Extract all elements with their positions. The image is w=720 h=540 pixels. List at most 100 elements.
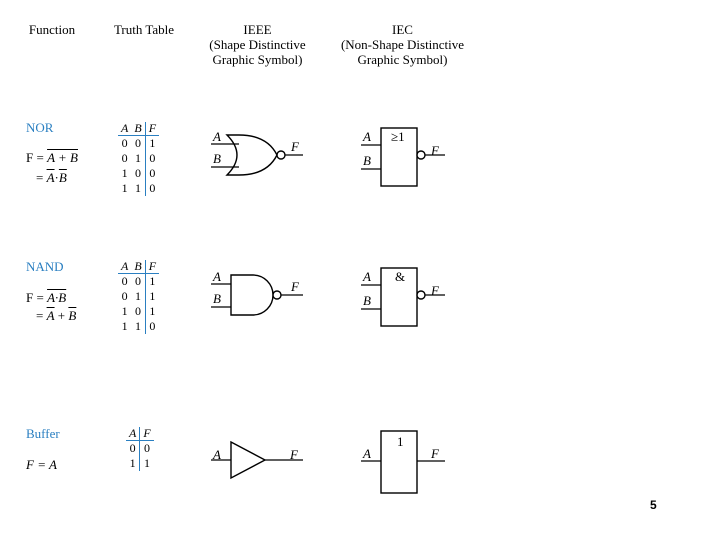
and-gate-shape <box>230 274 274 316</box>
function-name-nor: NOR <box>26 120 54 135</box>
tt-header: A <box>118 122 132 136</box>
tt-header: B <box>131 122 146 136</box>
buffer-iec-input-label: A <box>362 446 371 461</box>
nand-iec-function-label: & <box>395 269 405 284</box>
tt-header: B <box>131 260 146 274</box>
tt-header: F <box>144 260 160 274</box>
nand-eq2-lhs: = <box>36 308 47 323</box>
buffer-triangle-shape <box>230 440 267 480</box>
tt-cell: 1 <box>139 456 154 471</box>
nor-ieee-output-label: F <box>290 139 300 154</box>
tt-cell: 0 <box>135 304 142 318</box>
tt-header: F <box>144 122 160 136</box>
tt-header: A <box>118 260 132 274</box>
nand-eq1-lhs: F = <box>26 290 48 305</box>
nor-eq2-a: A <box>46 170 55 185</box>
tt-cell: 1 <box>135 181 142 195</box>
nor-eq2-dot: · <box>54 170 59 185</box>
tt-cell: 0 <box>135 136 142 150</box>
nand-ieee-input-a-label: A <box>212 269 221 284</box>
tt-cell: 1 <box>144 304 160 319</box>
tt-cell: 0 <box>121 289 128 303</box>
tt-header: F <box>139 427 154 441</box>
tt-cell: 1 <box>121 181 128 195</box>
tt-cell: 0 <box>144 319 160 334</box>
buffer-ieee-input-label: A <box>212 447 221 462</box>
tt-cell: 1 <box>121 166 128 180</box>
nand-ieee-input-b-label: B <box>213 291 221 306</box>
nand-eq2-a: A <box>46 308 55 323</box>
nor-iec-function-label: ≥1 <box>391 129 405 144</box>
tt-cell: 1 <box>121 304 128 318</box>
nor-equation-1: F = A + B <box>26 150 78 166</box>
header-function: Function <box>28 22 76 37</box>
tt-cell: 1 <box>129 456 136 470</box>
buffer-iec-function-label: 1 <box>397 434 404 449</box>
function-name-nand: NAND <box>26 259 64 274</box>
tt-cell: 1 <box>135 151 142 165</box>
inversion-bubble <box>416 290 426 300</box>
nand-gate-iec-symbol: A B F & <box>361 267 445 327</box>
tt-cell: 0 <box>135 274 142 288</box>
tt-cell: 0 <box>135 166 142 180</box>
inversion-bubble <box>272 290 282 300</box>
inversion-bubble <box>276 150 286 160</box>
nand-eq1-rhs: A·B <box>47 290 67 305</box>
header-truth-table: Truth Table <box>113 22 175 37</box>
nand-iec-output-label: F <box>430 283 440 298</box>
tt-cell: 0 <box>121 151 128 165</box>
header-iec: IEC (Non-Shape Distinctive Graphic Symbo… <box>340 22 465 67</box>
tt-cell: 0 <box>144 151 160 166</box>
nor-gate-iec-symbol: A B F ≥1 <box>361 127 445 187</box>
tt-cell: 1 <box>144 289 160 304</box>
nand-ieee-output-label: F <box>290 279 300 294</box>
nor-eq1-rhs: A + B <box>47 150 78 165</box>
nor-ieee-input-b-label: B <box>213 151 221 166</box>
nand-gate-ieee-symbol: A B F <box>211 269 303 316</box>
tt-header: A <box>126 427 140 441</box>
buffer-equation: F = A <box>26 457 57 472</box>
nor-iec-input-b-label: B <box>363 153 371 168</box>
tt-cell: 0 <box>121 136 128 150</box>
buffer-iec-symbol: A F 1 <box>361 430 445 494</box>
header-ieee: IEEE (Shape Distinctive Graphic Symbol) <box>209 22 306 67</box>
tt-cell: 1 <box>144 135 160 151</box>
function-name-buffer: Buffer <box>26 426 60 441</box>
nor-eq1-lhs: F = <box>26 150 48 165</box>
tt-cell: 1 <box>121 319 128 333</box>
nand-iec-input-b-label: B <box>363 293 371 308</box>
nor-iec-output-label: F <box>430 143 440 158</box>
nand-eq2-plus: + <box>54 308 69 323</box>
tt-cell: 1 <box>135 319 142 333</box>
inversion-bubble <box>416 150 426 160</box>
tt-cell: 0 <box>139 440 154 456</box>
buffer-ieee-symbol: A F <box>211 440 303 480</box>
or-gate-shape <box>225 134 278 176</box>
tt-cell: 1 <box>144 273 160 289</box>
nand-iec-input-a-label: A <box>362 269 371 284</box>
nor-gate-ieee-symbol: A B F <box>211 129 303 176</box>
nand-equation-2: = A + B <box>36 308 76 324</box>
tt-cell: 0 <box>144 181 160 196</box>
nor-iec-input-a-label: A <box>362 129 371 144</box>
nor-eq2-lhs: = <box>36 170 47 185</box>
buffer-iec-output-label: F <box>430 446 440 461</box>
tt-cell: 0 <box>144 166 160 181</box>
nor-equation-2: = A·B <box>36 170 67 186</box>
tt-cell: 1 <box>135 289 142 303</box>
tt-cell: 0 <box>121 274 128 288</box>
nor-eq2-b: B <box>58 170 67 185</box>
